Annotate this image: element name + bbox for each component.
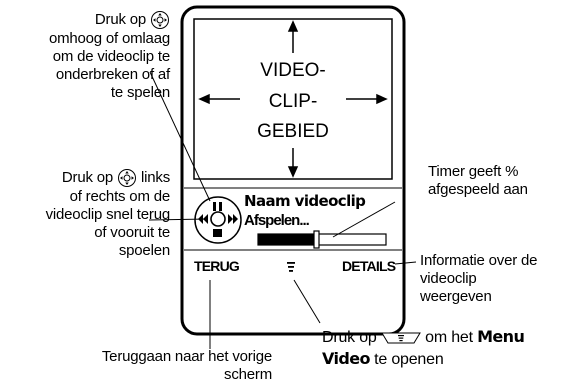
video-area-line-2: CLIP-: [269, 91, 318, 112]
callout-up-down-line-1: omhoog of omlaag: [48, 30, 170, 47]
callout-details-line-3: weergeven: [420, 288, 492, 305]
callout-up-down-line-2: om de videoclip te: [52, 48, 171, 65]
progress-bar: [257, 230, 387, 249]
fast-forward-icon: [228, 214, 238, 224]
video-area-line-3: GEBIED: [257, 121, 329, 142]
video-area-arrows: [198, 20, 388, 178]
callout-timer: Timer geeft % afgespeeld aan: [428, 163, 568, 199]
progress-handle[interactable]: [313, 230, 320, 249]
callout-timer-line-2: afgespeeld aan: [428, 181, 528, 198]
callout-menu-bold-2: Video: [322, 349, 370, 368]
callout-left-right-line-4: spoelen: [118, 242, 170, 259]
callout-timer-line-1: Timer geeft %: [428, 163, 519, 180]
menu-key-icon: [380, 332, 421, 344]
callout-left-right-line-3: of vooruit te: [94, 224, 170, 241]
progress-fill: [258, 234, 316, 245]
callout-menu-mid: om het: [425, 329, 473, 346]
callout-details-line-1: Informatie over de: [420, 252, 538, 269]
left-softkey-label[interactable]: TERUG: [194, 258, 241, 274]
playback-controls: [194, 196, 242, 244]
navigation-key-icon: [118, 169, 137, 187]
stop-icon: [213, 229, 222, 237]
clip-name: Naam videoclip: [244, 192, 366, 210]
callout-left-right-post: links: [140, 168, 170, 186]
callout-menu-bold-1: Menu: [477, 327, 525, 346]
callout-menu: Druk op om het Menu Video te openen: [322, 326, 570, 370]
callout-left-right: Druk op links of rechts om de videoclip …: [0, 168, 171, 260]
callout-up-down: Druk op omhoog of omlaag om de videoclip…: [0, 10, 170, 102]
navigation-key-icon: [151, 11, 169, 29]
callout-up-down-line-4: te spelen: [110, 84, 170, 101]
callout-back-line-2: scherm: [224, 366, 272, 383]
menu-icon[interactable]: [287, 262, 295, 272]
callout-menu-pre: Druk op: [322, 329, 377, 346]
callout-details: Informatie over de videoclip weergeven: [420, 252, 570, 306]
callout-back-line-1: Teruggaan naar het vorige: [101, 348, 272, 365]
callout-left-right-pre: Druk op: [61, 168, 114, 186]
callout-up-down-pre: Druk op: [94, 10, 147, 28]
callout-left-right-line-2: videoclip snel terug: [45, 206, 171, 223]
callout-menu-post: te openen: [374, 351, 444, 368]
callout-back: Teruggaan naar het vorige scherm: [50, 348, 272, 384]
right-softkey-label[interactable]: DETAILS: [342, 258, 397, 274]
video-area-line-1: VIDEO-: [260, 60, 325, 81]
callout-left-right-line-1: of rechts om de: [69, 188, 171, 205]
playing-status: Afspelen...: [244, 212, 310, 229]
callout-up-down-line-3: onderbreken of af: [55, 66, 170, 83]
callout-details-line-2: videoclip: [420, 270, 477, 287]
pause-icon: [213, 202, 222, 211]
callout-lines: [148, 71, 417, 349]
